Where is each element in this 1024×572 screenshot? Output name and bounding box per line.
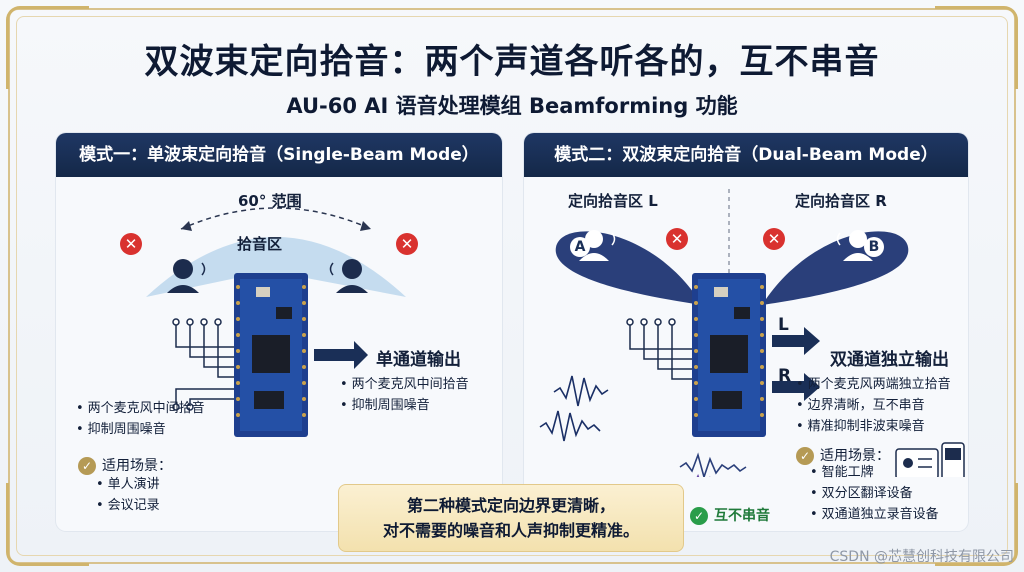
au60-module-board (234, 273, 308, 437)
list-item: 抑制周围噪音 (340, 395, 469, 416)
page-subtitle: AU-60 AI 语音处理模组 Beamforming 功能 (286, 94, 738, 118)
beam-lobe-left (555, 231, 702, 305)
single-beam-sector (146, 237, 406, 297)
au60-module-board (692, 273, 766, 437)
speaker-b-badge: B (864, 237, 884, 257)
device-icon (941, 442, 965, 477)
channel-l-label: L (778, 315, 789, 335)
list-item: 双分区翻译设备 (810, 483, 939, 504)
single-bullets: 两个麦克风中间拾音 抑制周围噪音 (76, 398, 205, 440)
watermark: CSDN @芯慧创科技有限公司 (829, 549, 1014, 565)
angle-label: 60° 范围 (238, 192, 302, 210)
reject-left-icon: ✕ (120, 233, 142, 255)
list-item: 两个麦克风中间拾音 (76, 398, 205, 419)
channel-r-label: R (778, 366, 792, 386)
single-scenario-title: ✓适用场景： (78, 455, 172, 475)
page-title: 双波束定向拾音：两个声道各听各的，互不串音 (144, 42, 880, 82)
reject-left-icon: ✕ (666, 228, 688, 250)
callout-line-1: 第二种模式定向边界更清晰， (406, 496, 615, 515)
output-arrow-l-icon (772, 327, 820, 355)
no-crosstalk-label: ✓互不串音 (690, 505, 770, 525)
zone-r-label: 定向拾音区 R (795, 192, 887, 210)
list-item: 抑制周围噪音 (76, 419, 205, 440)
speaker-b-icon (836, 230, 873, 261)
conclusion-callout: 第二种模式定向边界更清晰， 对不需要的噪音和人声抑制更精准。 (338, 484, 684, 552)
callout-line-2: 对不需要的噪音和人声抑制更精准。 (382, 521, 639, 540)
corner-ornament (935, 6, 1018, 89)
zone-l-label: 定向拾音区 L (568, 192, 658, 210)
dual-scenario-list: 智能工牌 双分区翻译设备 双通道独立录音设备 (810, 462, 939, 525)
reject-right-icon: ✕ (763, 228, 785, 250)
list-item: 智能工牌 (810, 462, 939, 483)
dual-scenario-title: ✓适用场景： (796, 445, 890, 465)
list-item: 单人演讲 (96, 474, 160, 495)
noise-waveform (539, 375, 609, 442)
check-icon: ✓ (796, 447, 814, 465)
list-item: 精准抑制非波束噪音 (796, 416, 951, 437)
list-item: 会议记录 (96, 495, 160, 516)
outer-frame (8, 8, 1016, 564)
dual-bullets: 两个麦克风两端独立拾音 边界清晰，互不串音 精准抑制非波束噪音 (796, 374, 951, 437)
single-scenario-list: 单人演讲 会议记录 (96, 474, 160, 516)
corner-ornament (6, 6, 89, 89)
angle-arc (180, 207, 372, 230)
speaker-left-icon (167, 259, 206, 293)
speaker-a-badge: A (570, 237, 590, 257)
single-output-bullets: 两个麦克风中间拾音 抑制周围噪音 (340, 374, 469, 416)
list-item: 两个麦克风中间拾音 (340, 374, 469, 395)
list-item: 两个麦克风两端独立拾音 (796, 374, 951, 395)
inner-frame (16, 16, 1008, 556)
dual-beam-header: 模式二：双波束定向拾音（Dual-Beam Mode） (524, 133, 968, 177)
pickup-zone-label: 拾音区 (237, 235, 283, 253)
connector-lines (175, 322, 234, 407)
single-beam-diagram (146, 207, 406, 437)
crosstalk-waveform (679, 452, 747, 477)
list-item: 双通道独立录音设备 (810, 504, 939, 525)
single-beam-header: 模式一：单波束定向拾音（Single-Beam Mode） (56, 133, 502, 177)
arc-arrow-left-icon (181, 221, 192, 231)
single-output-arrow-icon (314, 341, 368, 369)
reject-right-icon: ✕ (396, 233, 418, 255)
connector-lines (629, 322, 692, 380)
arc-arrow-right-icon (360, 221, 371, 231)
speaker-right-icon (329, 259, 368, 293)
single-output-label: 单通道输出 (376, 350, 461, 370)
check-icon: ✓ (78, 457, 96, 475)
corner-ornament (6, 483, 89, 566)
dual-output-label: 双通道独立输出 (830, 350, 949, 370)
check-icon: ✓ (690, 507, 708, 525)
corner-ornament (935, 483, 1018, 566)
list-item: 边界清晰，互不串音 (796, 395, 951, 416)
